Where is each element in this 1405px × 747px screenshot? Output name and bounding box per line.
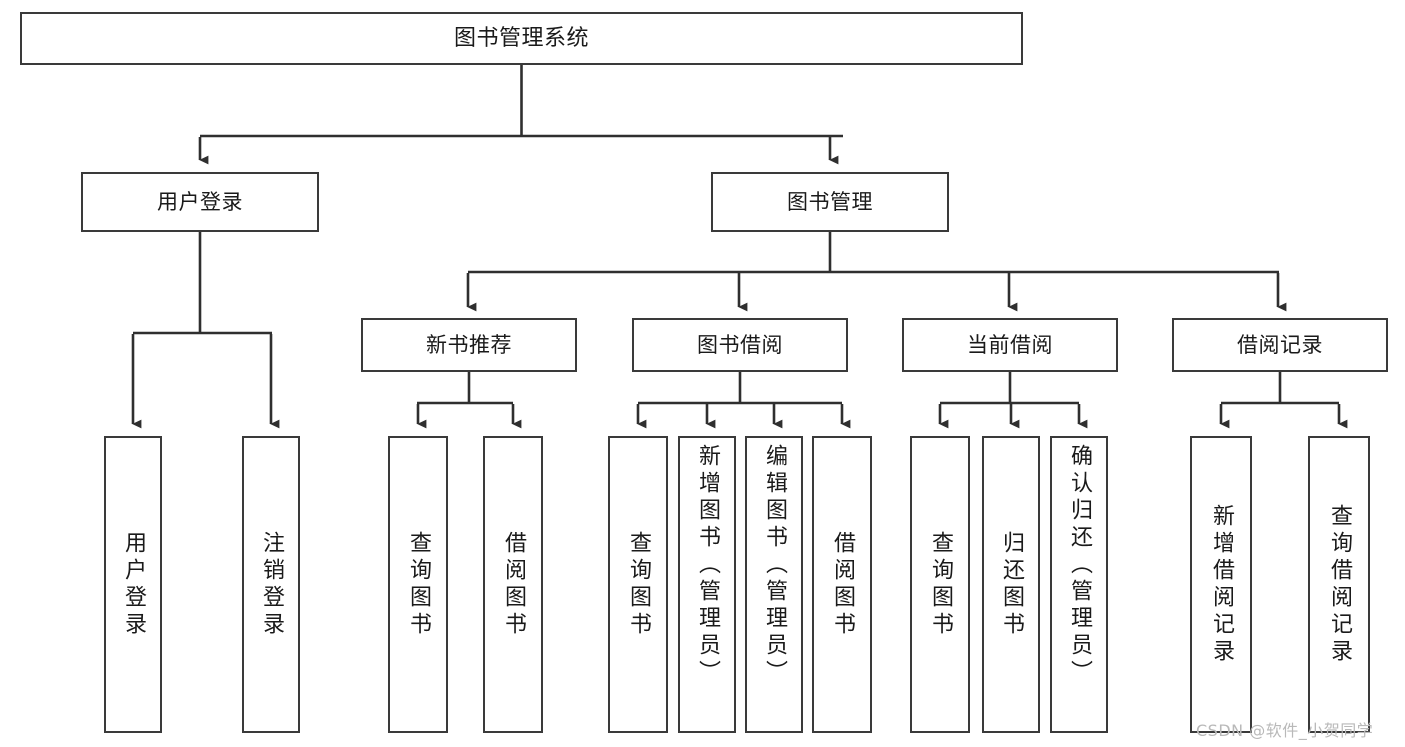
node-label: 借阅图书 <box>501 530 526 639</box>
leaf-query-book-recommend[interactable]: 查询图书 <box>388 436 448 733</box>
leaf-add-borrow-record[interactable]: 新增借阅记录 <box>1190 436 1252 733</box>
node-label: 图书管理系统 <box>453 25 589 51</box>
leaf-query-borrow-record[interactable]: 查询借阅记录 <box>1308 436 1370 733</box>
node-label: 编辑图书（管理员） <box>762 444 787 687</box>
node-current-borrow[interactable]: 当前借阅 <box>902 318 1118 372</box>
node-label: 查询图书 <box>406 530 431 639</box>
node-borrow-record[interactable]: 借阅记录 <box>1172 318 1388 372</box>
node-book-management-system[interactable]: 图书管理系统 <box>20 12 1023 65</box>
node-user-login[interactable]: 用户登录 <box>81 172 319 232</box>
node-label: 新增借阅记录 <box>1209 503 1234 666</box>
node-label: 归还图书 <box>999 530 1024 639</box>
node-book-management[interactable]: 图书管理 <box>711 172 949 232</box>
leaf-borrow-book[interactable]: 借阅图书 <box>812 436 872 733</box>
leaf-query-book-borrow[interactable]: 查询图书 <box>608 436 668 733</box>
leaf-edit-book-admin[interactable]: 编辑图书（管理员） <box>745 436 803 733</box>
node-label: 图书借阅 <box>697 332 783 357</box>
node-label: 新增图书（管理员） <box>695 444 720 687</box>
leaf-borrow-book-recommend[interactable]: 借阅图书 <box>483 436 543 733</box>
leaf-return-book[interactable]: 归还图书 <box>982 436 1040 733</box>
leaf-add-book-admin[interactable]: 新增图书（管理员） <box>678 436 736 733</box>
leaf-query-book-current[interactable]: 查询图书 <box>910 436 970 733</box>
node-label: 借阅记录 <box>1237 332 1323 357</box>
node-label: 用户登录 <box>157 189 243 214</box>
node-label: 查询图书 <box>928 530 953 639</box>
node-label: 注销登录 <box>259 530 284 639</box>
node-label: 当前借阅 <box>967 332 1053 357</box>
node-book-borrow[interactable]: 图书借阅 <box>632 318 848 372</box>
leaf-user-login[interactable]: 用户登录 <box>104 436 162 733</box>
node-label: 确认归还（管理员） <box>1067 444 1092 687</box>
csdn-watermark: CSDN @软件_小贺同学 <box>1196 721 1374 740</box>
node-new-book-recommend[interactable]: 新书推荐 <box>361 318 577 372</box>
node-label: 用户登录 <box>121 530 146 639</box>
leaf-user-logout[interactable]: 注销登录 <box>242 436 300 733</box>
node-label: 查询图书 <box>626 530 651 639</box>
leaf-confirm-return-admin[interactable]: 确认归还（管理员） <box>1050 436 1108 733</box>
node-label: 新书推荐 <box>426 332 512 357</box>
node-label: 借阅图书 <box>830 530 855 639</box>
node-label: 图书管理 <box>787 189 873 214</box>
node-label: 查询借阅记录 <box>1327 503 1352 666</box>
